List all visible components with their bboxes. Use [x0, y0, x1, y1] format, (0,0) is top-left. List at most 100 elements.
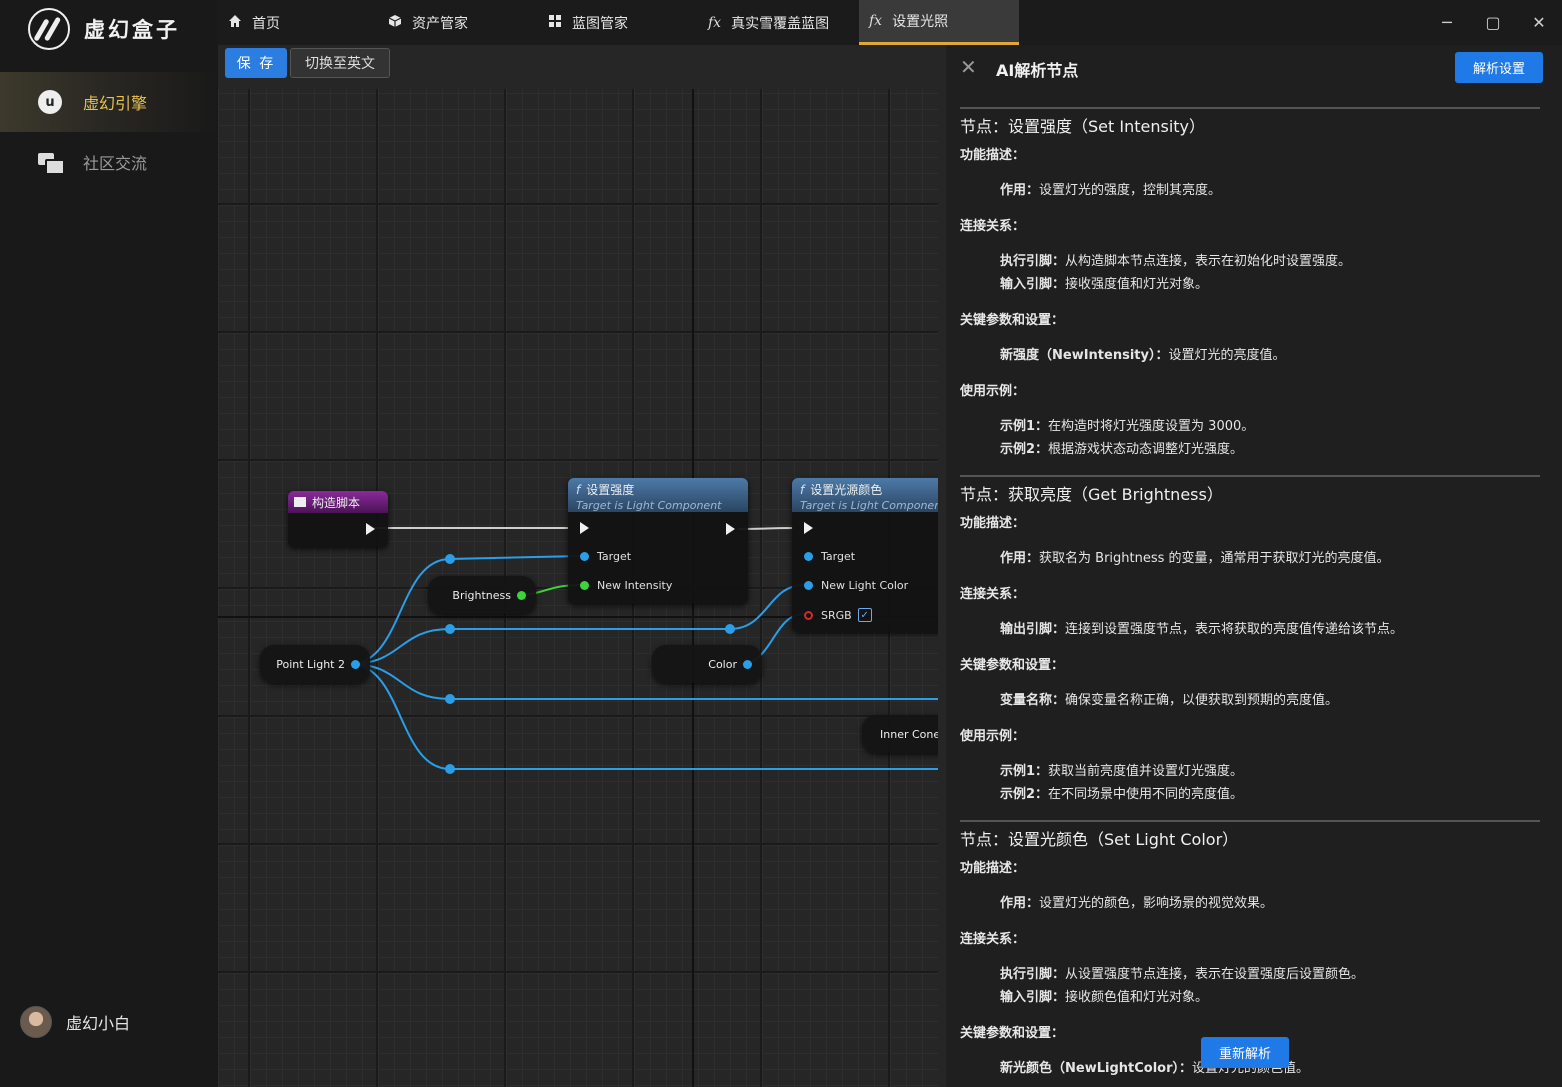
group-heading: 关键参数和设置： [960, 658, 1065, 673]
analysis-item: 示例2：在不同场景中使用不同的亮度值。 [960, 785, 1540, 808]
analysis-item: 输入引脚：接收颜色值和灯光对象。 [960, 988, 1540, 1011]
node-title: 设置光源颜色 [810, 483, 883, 497]
sidebar-item-label: 社区交流 [83, 154, 148, 173]
box-icon [388, 14, 402, 32]
node-construction-script[interactable]: 构造脚本 [288, 491, 388, 547]
srgb-checkbox[interactable]: ✓ [857, 608, 872, 622]
analysis-item: 作用：设置灯光的颜色，影响场景的视觉效果。 [960, 894, 1540, 917]
item-key: 作用： [1000, 551, 1040, 566]
exec-in-pin[interactable] [804, 522, 813, 534]
exec-in-pin[interactable] [580, 522, 589, 534]
node-title: 构造脚本 [312, 495, 361, 510]
analysis-item: 作用：获取名为 Brightness 的变量，通常用于获取灯光的亮度值。 [960, 549, 1540, 572]
reparse-button[interactable]: 重新解析 [1201, 1037, 1289, 1068]
item-value: 在构造时将灯光强度设置为 3000。 [1048, 419, 1255, 434]
tab-blueprints[interactable]: 蓝图管家 [538, 0, 698, 45]
group-heading: 关键参数和设置： [960, 313, 1065, 328]
var-label: Brightness [452, 588, 511, 602]
item-key: 新强度（NewIntensity）： [1000, 348, 1169, 363]
maximize-button[interactable]: ▢ [1485, 12, 1501, 32]
tab-label: 蓝图管家 [572, 15, 628, 32]
user-profile[interactable]: 虚幻小白 [20, 1006, 130, 1038]
panel-title: AI解析节点 [996, 61, 1079, 80]
node-var-brightness[interactable]: Brightness [428, 576, 536, 614]
pin-srgb[interactable]: SRGB✓ [804, 608, 872, 622]
group-heading: 关键参数和设置： [960, 1026, 1065, 1041]
item-value: 设置灯光的颜色，影响场景的视觉效果。 [1039, 896, 1274, 911]
item-key: 新光颜色（NewLightColor）： [1000, 1061, 1192, 1076]
analysis-item: 示例1：在构造时将灯光强度设置为 3000。 [960, 417, 1540, 440]
node-var-point-light[interactable]: Point Light 2 [260, 645, 370, 683]
analysis-item: 输出引脚：连接到设置强度节点，表示将获取的亮度值传递给该节点。 [960, 620, 1540, 643]
pin-target[interactable]: Target [804, 550, 855, 563]
tab-home[interactable]: 首页 [218, 0, 378, 45]
ai-analysis-panel: ✕ AI解析节点 解析设置 节点：设置强度（Set Intensity）功能描述… [938, 45, 1562, 1087]
item-value: 设置灯光的亮度值。 [1168, 348, 1286, 363]
close-window-button[interactable]: ✕ [1532, 12, 1546, 32]
chat-icon [38, 150, 65, 175]
reroute-point [445, 554, 455, 564]
var-label: Inner Cone [880, 727, 938, 741]
var-label: Point Light 2 [276, 657, 345, 671]
analysis-item: 输入引脚：接收强度值和灯光对象。 [960, 275, 1540, 298]
item-value: 接收强度值和灯光对象。 [1065, 277, 1209, 292]
switch-language-button[interactable]: 切换至英文 [290, 48, 390, 78]
analysis-item: 作用：设置灯光的强度，控制其亮度。 [960, 181, 1540, 204]
exec-out-pin[interactable] [726, 523, 735, 535]
analysis-section: 节点：设置光颜色（Set Light Color）功能描述：作用：设置灯光的颜色… [960, 820, 1540, 1082]
close-panel-icon[interactable]: ✕ [960, 55, 977, 79]
analysis-content[interactable]: 节点：设置强度（Set Intensity）功能描述：作用：设置灯光的强度，控制… [960, 107, 1540, 1087]
tab-set-lighting[interactable]: fx 设置光照 [859, 0, 1019, 45]
pin-new-light-color[interactable]: New Light Color [804, 579, 908, 592]
canvas-toolbar: 保 存 切换至英文 [218, 45, 938, 89]
pin-new-intensity[interactable]: New Intensity [580, 579, 672, 592]
group-heading: 使用示例： [960, 729, 1026, 744]
node-title: 设置强度 [586, 483, 635, 497]
item-key: 作用： [1000, 896, 1040, 911]
item-value: 获取名为 Brightness 的变量，通常用于获取灯光的亮度值。 [1039, 551, 1390, 566]
sidebar-item-unreal[interactable]: u 虚幻引擎 [0, 72, 218, 132]
minimize-button[interactable]: ─ [1442, 12, 1452, 32]
analysis-item: 执行引脚：从设置强度节点连接，表示在设置强度后设置颜色。 [960, 965, 1540, 988]
node-var-inner-cone[interactable]: Inner Cone [862, 715, 938, 753]
app-logo: 虚幻盒子 [28, 8, 180, 50]
pin-out[interactable] [743, 659, 752, 669]
var-label: Color [708, 657, 737, 671]
pin-out[interactable] [517, 590, 526, 600]
app-name: 虚幻盒子 [84, 18, 180, 42]
item-key: 示例1： [1000, 764, 1049, 779]
group-heading: 使用示例： [960, 384, 1026, 399]
item-value: 设置灯光的强度，控制其亮度。 [1039, 183, 1222, 198]
node-var-color[interactable]: Color [652, 645, 762, 683]
section-title: 节点：设置光颜色（Set Light Color） [960, 830, 1239, 849]
pin-target[interactable]: Target [580, 550, 631, 563]
function-icon: fx [869, 13, 883, 29]
tab-assets[interactable]: 资产管家 [378, 0, 538, 45]
group-heading: 功能描述： [960, 148, 1026, 163]
sidebar-item-community[interactable]: 社区交流 [0, 132, 218, 192]
analysis-section: 节点：获取亮度（Get Brightness）功能描述：作用：获取名为 Brig… [960, 475, 1540, 808]
function-icon: f [576, 483, 581, 497]
node-subtitle: Target is Light Component [800, 499, 938, 512]
item-value: 接收颜色值和灯光对象。 [1065, 990, 1209, 1005]
unreal-icon: u [38, 90, 62, 114]
user-name: 虚幻小白 [66, 1014, 131, 1033]
analysis-item: 示例2：根据游戏状态动态调整灯光强度。 [960, 440, 1540, 463]
tab-snow-blueprint[interactable]: fx 真实雪覆盖蓝图 [698, 0, 858, 45]
avatar [20, 1006, 52, 1038]
item-key: 变量名称： [1000, 693, 1066, 708]
parse-settings-button[interactable]: 解析设置 [1455, 52, 1543, 83]
panel-header: ✕ AI解析节点 解析设置 [946, 45, 1562, 89]
reroute-point [725, 624, 735, 634]
save-button[interactable]: 保 存 [225, 48, 287, 78]
exec-out-pin[interactable] [366, 523, 375, 535]
blueprint-canvas[interactable]: 构造脚本 f 设置强度 Target is Light Component Tar… [218, 45, 938, 1087]
pin-out[interactable] [351, 659, 360, 669]
analysis-item: 执行引脚：从构造脚本节点连接，表示在初始化时设置强度。 [960, 252, 1540, 275]
section-title: 节点：获取亮度（Get Brightness） [960, 485, 1223, 504]
event-icon [294, 497, 306, 507]
grid-icon [548, 14, 562, 32]
reroute-point [445, 764, 455, 774]
